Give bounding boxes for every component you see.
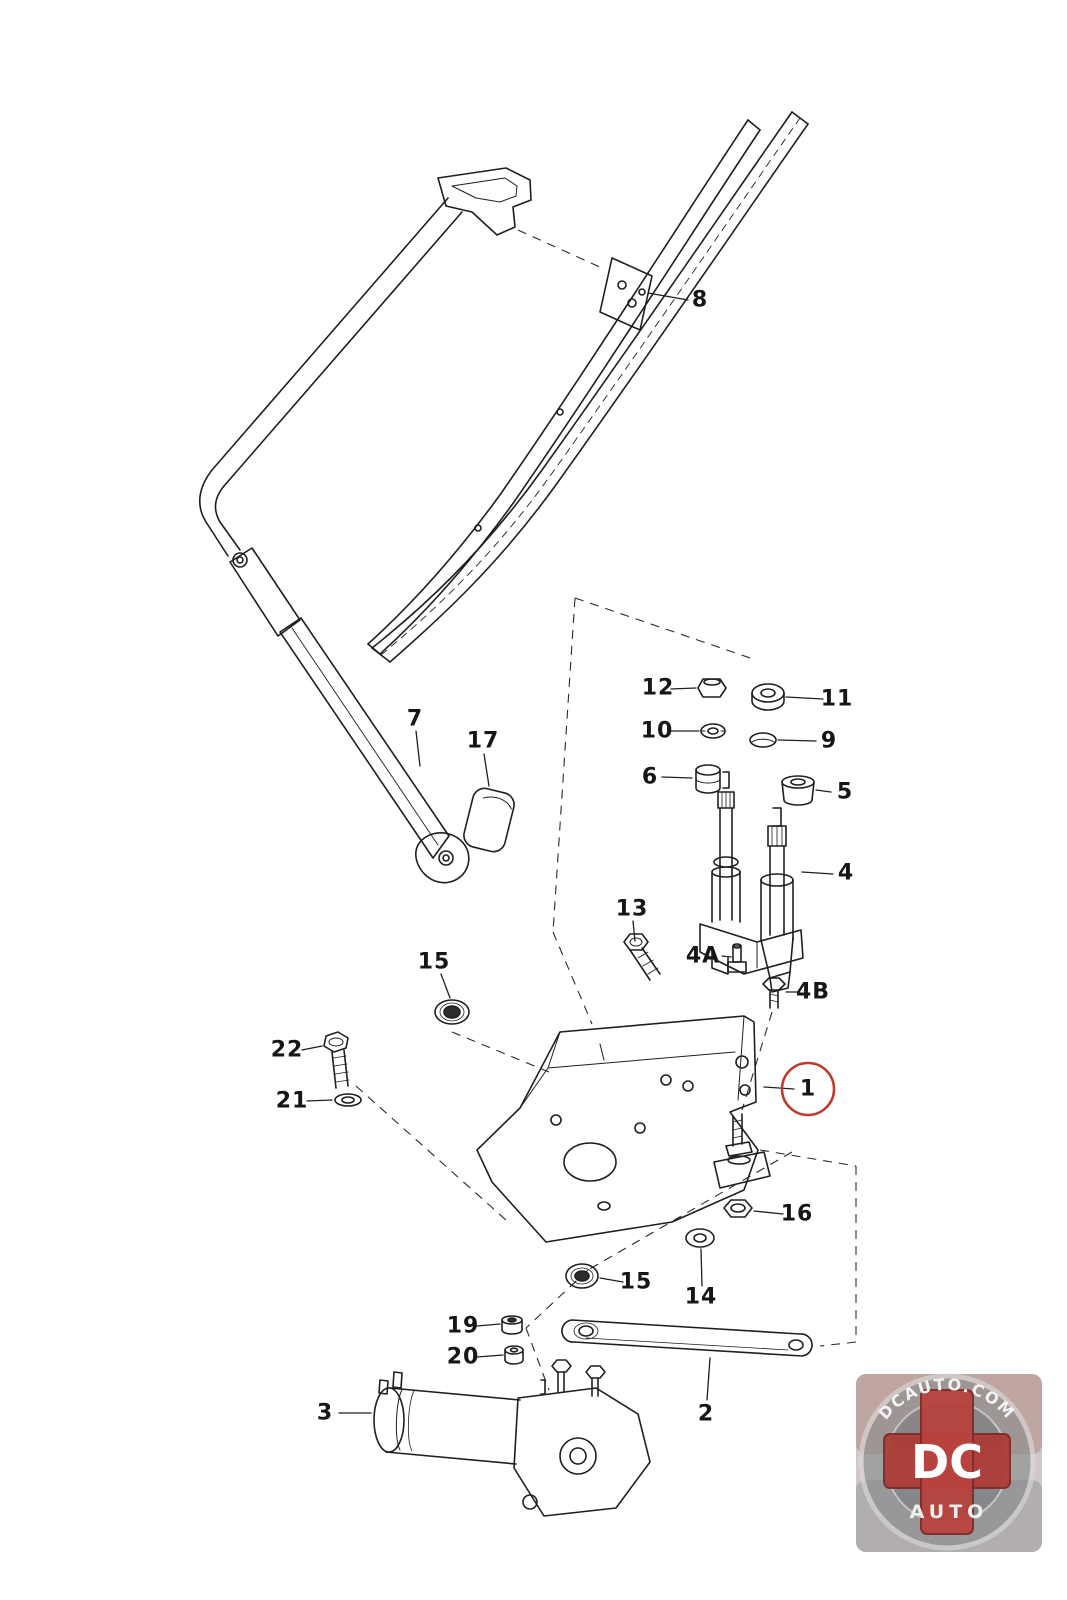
part-label-17: 17	[466, 728, 500, 754]
leader-lines	[301, 292, 834, 1414]
watermark-initials-text: DC	[911, 1435, 983, 1489]
part-label-7: 7	[406, 706, 424, 732]
part-label-4b: 4B	[795, 979, 831, 1005]
construction-lines	[355, 229, 857, 1391]
part-wiper-blade	[371, 111, 809, 663]
part-label-9: 9	[820, 728, 838, 754]
part-washer-21	[334, 1093, 362, 1107]
highlight-circle-part-1	[780, 1061, 836, 1117]
part-grommet-15-upper	[434, 999, 470, 1025]
part-bolt-22	[323, 1031, 350, 1089]
part-label-10: 10	[640, 718, 674, 744]
part-label-15-upper: 15	[417, 949, 451, 975]
part-label-6: 6	[641, 764, 659, 790]
part-bushing-5	[781, 775, 815, 806]
part-label-4a: 4A	[685, 943, 721, 969]
part-grommet-20	[504, 1345, 524, 1365]
part-washer-9	[749, 732, 777, 748]
part-label-8: 8	[691, 287, 709, 313]
part-bolt-13	[623, 933, 661, 981]
part-washer-10	[700, 723, 726, 739]
part-linkage-rod	[561, 1319, 813, 1357]
part-nut-16	[723, 1199, 753, 1218]
part-label-15-lower: 15	[619, 1269, 653, 1295]
part-wiper-motor	[373, 1359, 651, 1517]
part-label-14: 14	[684, 1284, 718, 1310]
part-washer-14	[685, 1228, 715, 1248]
watermark-cross-vertical	[920, 1389, 974, 1535]
part-nut-12	[697, 678, 727, 698]
part-nut-11	[751, 683, 785, 711]
part-bracket	[476, 1015, 771, 1243]
part-blade-insert	[367, 119, 761, 655]
part-cap	[463, 787, 515, 853]
part-wiper-arm	[199, 167, 532, 884]
watermark-word-text: AUTO	[910, 1501, 989, 1523]
part-label-11: 11	[820, 686, 854, 712]
part-grommet-6	[695, 764, 721, 794]
part-grommet-19	[501, 1315, 523, 1335]
part-label-12: 12	[641, 675, 675, 701]
part-label-20: 20	[446, 1344, 480, 1370]
part-stud-4a	[727, 943, 747, 973]
part-label-3: 3	[316, 1400, 334, 1426]
part-spindle-assembly	[699, 771, 804, 993]
part-bolt-4b	[762, 977, 786, 1009]
part-label-22: 22	[270, 1037, 304, 1063]
part-label-5: 5	[836, 779, 854, 805]
part-grommet-15-lower	[565, 1263, 599, 1289]
part-label-13: 13	[615, 896, 649, 922]
part-label-19: 19	[446, 1313, 480, 1339]
part-label-2: 2	[697, 1401, 715, 1427]
part-label-16: 16	[780, 1201, 814, 1227]
part-label-1: 1	[799, 1076, 817, 1102]
part-label-21: 21	[275, 1088, 309, 1114]
part-label-4: 4	[837, 860, 855, 886]
watermark: DCAUTO.COM DC AUTO	[856, 1373, 1042, 1552]
